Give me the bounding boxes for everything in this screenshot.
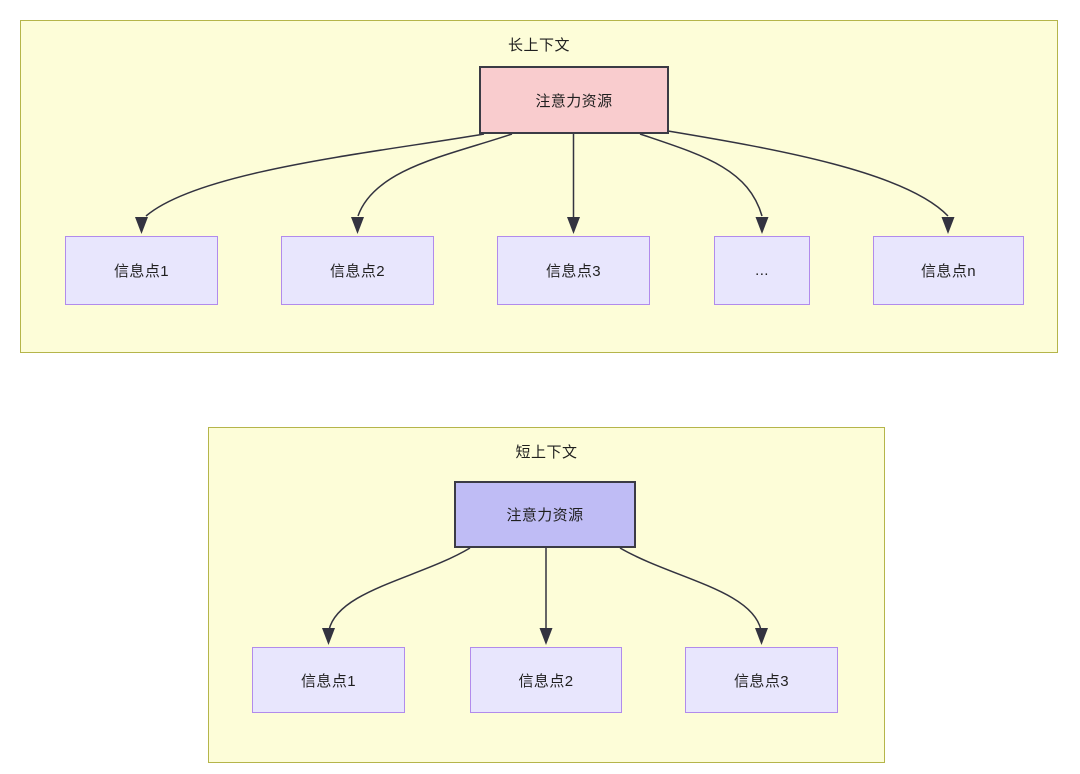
- node-long-info-point-n[interactable]: 信息点n: [873, 236, 1024, 305]
- node-short-info-point-3[interactable]: 信息点3: [685, 647, 838, 713]
- node-long-attention-resource[interactable]: 注意力资源: [479, 66, 669, 134]
- node-short-info-point-1[interactable]: 信息点1: [252, 647, 405, 713]
- node-long-info-point-2[interactable]: 信息点2: [281, 236, 434, 305]
- node-short-info-point-2[interactable]: 信息点2: [470, 647, 622, 713]
- group-short-context-title: 短上下文: [515, 444, 578, 461]
- group-long-context-title: 长上下文: [507, 37, 570, 54]
- node-long-info-point-1[interactable]: 信息点1: [65, 236, 218, 305]
- node-short-attention-resource[interactable]: 注意力资源: [454, 481, 636, 548]
- node-long-info-point-3[interactable]: 信息点3: [497, 236, 650, 305]
- node-long-info-point-ellipsis[interactable]: ...: [714, 236, 810, 305]
